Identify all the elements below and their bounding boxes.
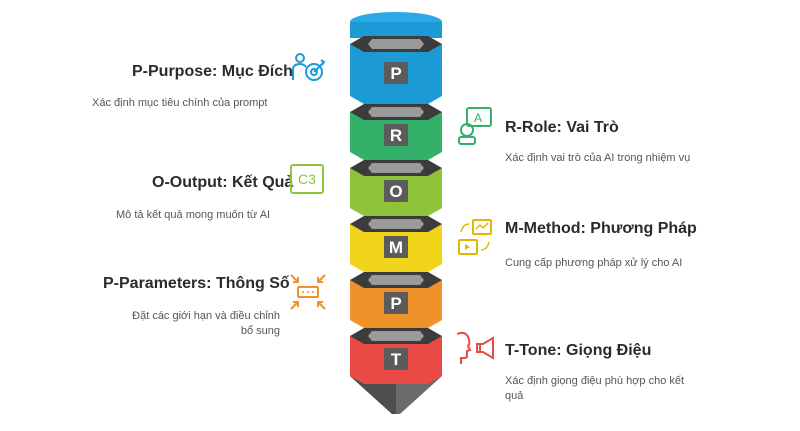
purpose-desc: Xác định mục tiêu chính của prompt [92,97,268,109]
output-title: O-Output: Kết Quả [152,174,294,191]
role-title: R-Role: Vai Trò [505,119,619,136]
role-desc: Xác định vai trò của AI trong nhiệm vụ [505,152,691,164]
method-title: M-Method: Phương Pháp [505,220,697,237]
target-person-icon [292,53,326,81]
layer-2-band-inner [368,107,424,117]
layer-4-plate [384,236,408,258]
compress-arrows-icon [290,274,326,310]
layer-1-letter: P [390,64,401,83]
layer-5-letter: P [390,294,401,313]
tone-desc-line1: Xác định giọng điệu phù hợp cho kết [505,375,685,387]
output-desc: Mô tả kết quả mong muốn từ AI [116,209,271,221]
layer-1-band-inner [368,39,424,49]
process-screens-icon [458,219,492,255]
stack-top-rim [350,22,442,38]
layer-4-band-inner [368,219,424,229]
tone-desc-line2: quả [505,390,524,402]
parameters-desc-line1: Đặt các giới hạn và điều chỉnh [132,310,280,322]
svg-text:A: A [474,111,482,125]
layer-4-letter: M [389,238,403,257]
purpose-title: P-Purpose: Mục Đích [132,63,293,80]
tone-desc: Xác định giọng điệu phù hợp cho kết quả [505,374,710,404]
ai-robot-icon: A [458,107,492,145]
parameters-desc: Đặt các giới hạn và điều chỉnh bổ sung [100,309,280,339]
layer-3-letter: O [389,182,402,201]
layer-6-band-inner [368,331,424,341]
layer-1-plate [384,62,408,84]
speaking-megaphone-icon [456,331,494,364]
parameters-title: P-Parameters: Thông Số [103,275,290,292]
layer-6-plate [384,348,408,370]
layer-5-band-inner [368,275,424,285]
parameters-desc-line2: bổ sung [240,325,280,337]
stack-cone-shade [350,376,396,414]
layer-3-band-inner [368,163,424,173]
layer-3-plate [384,180,408,202]
layer-2-plate [384,124,408,146]
method-desc: Cung cấp phương pháp xử lý cho AI [505,257,683,269]
layer-5-plate [384,292,408,314]
c3-icon-text: C3 [298,171,316,187]
layer-6-letter: T [391,350,402,369]
tone-title: T-Tone: Giọng Điệu [505,342,652,359]
c3-box-icon: C3 [290,164,324,194]
layer-2-letter: R [390,126,402,145]
